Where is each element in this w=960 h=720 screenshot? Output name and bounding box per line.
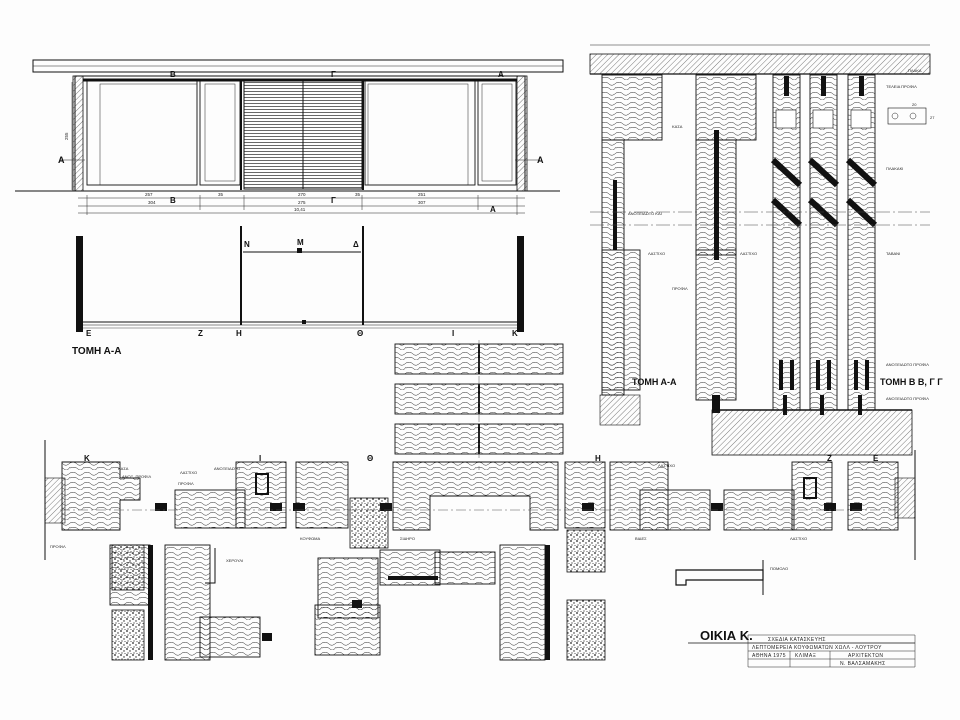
marker-a-right: Α — [537, 155, 544, 165]
dim-label: 275 — [298, 200, 306, 205]
plan-letter-th: Θ — [357, 329, 363, 338]
note: ΠΛΑΚΑΚΙ — [886, 166, 903, 171]
section-bb-caption: ΤΟΜΗ Β Β, Γ Γ — [880, 377, 943, 387]
note: ΑΝΟΞΕΙΔΩΤΟ ΠΡΟΦΙΛ — [886, 396, 929, 401]
section-aa-caption: ΤΟΜΗ Α-Α — [632, 377, 677, 387]
note: ΒΙΔΕΣ — [635, 536, 647, 541]
plan-letter-k: Κ — [512, 329, 518, 338]
marker-b-bottom: Β — [170, 196, 176, 205]
note: ΠΟΜΟΛΟ — [770, 566, 788, 571]
plan-letter-z: Ζ — [198, 329, 203, 338]
marker-b-top: Β — [170, 70, 176, 79]
dim-label: 257 — [145, 192, 153, 197]
title-block-row2: ΛΕΠΤΟΜΕΡΕΙΑ ΚΟΥΦΩΜΑΤΩΝ ΧΩΛΛ - ΛΟΥΤΡΟΥ — [752, 645, 882, 651]
note: ΛΑΣΤΙΧΟ — [180, 470, 197, 475]
section-notes-right: ΠΛΑΚΑ ΤΕΛΕΙΑ ΠΡΟΦΙΛ ΠΛΑΚΑΚΙ ΤΑΒΑΝΙ ΑΝΟΞΕ… — [886, 68, 929, 401]
note: ΑΝΟΞΕΙΔΩΤΟ ΚΑΙ — [628, 211, 662, 216]
horizontal-details — [44, 340, 916, 661]
marker-a-top: Α — [498, 70, 504, 79]
detail-letter-i: Ι — [259, 454, 261, 463]
height-dimension: 255 — [64, 132, 69, 140]
plan-letter-m: Μ — [297, 238, 304, 247]
plan-caption: ΤΟΜΗ Α-Α — [72, 346, 121, 357]
note: ΤΕΛΕΙΑ ΠΡΟΦΙΛ — [886, 84, 917, 89]
detail-letter-th: Θ — [367, 454, 373, 463]
detail-letter-e: Ε — [873, 454, 879, 463]
plan-letter-h: Η — [236, 329, 242, 338]
detail-letter-z: Ζ — [827, 454, 832, 463]
dimension-row-2: 304 275 307 — [148, 200, 426, 205]
note: ΑΝΟΞΕΙΔΩΤΟ — [214, 466, 240, 471]
note: ΚΑΣΑ — [672, 124, 683, 129]
detail-letter-k: Κ — [84, 454, 90, 463]
note: ΠΡΟΦΙΛ — [672, 286, 688, 291]
section-notes-left: ΚΑΣΑ ΑΝΟΞΕΙΔΩΤΟ ΚΑΙ ΛΑΣΤΙΧΟ ΠΡΟΦΙΛ — [628, 124, 688, 291]
note: ΠΡΟΦΙΛ — [178, 481, 194, 486]
elevation-drawing — [15, 59, 564, 215]
plan-letter-d: Δ — [353, 240, 359, 249]
plan-drawing — [76, 226, 524, 332]
detail-dimension: 27 — [930, 115, 935, 120]
marker-g-bottom: Γ — [331, 196, 336, 205]
vertical-sections — [589, 44, 931, 456]
dimension-row-1: 257 35 270 35 251 — [145, 192, 426, 197]
note: ΧΕΡΟΥΛΙ — [226, 558, 243, 563]
detail-letter-h: Η — [595, 454, 601, 463]
title-block-architect-label: ΑΡΧΙΤΕΚΤΩΝ — [848, 653, 883, 659]
note: ΠΡΟΦΙΛ — [50, 544, 66, 549]
note: ΛΑΣΤΙΧΟ — [648, 251, 665, 256]
marker-a-bottom: Α — [490, 205, 496, 214]
note: ΛΑΣΤΙΧΟ — [790, 536, 807, 541]
title-block-architect: Ν. ΒΑΛΣΑΜΑΚΗΣ — [840, 661, 886, 667]
dim-label: 35 — [218, 192, 224, 197]
note: ΛΑΣΤΙΧΟ — [658, 463, 675, 468]
title-block-date: ΑΘΗΝΑ 1975 — [752, 653, 786, 659]
note: ΠΛΑΚΑ — [908, 68, 922, 73]
note: ΤΑΒΑΝΙ — [886, 251, 900, 256]
title-block — [688, 634, 916, 668]
title-block-scale: ΚΛΙΜΑΞ — [795, 653, 817, 659]
title-block-title: ΟΙΚΙΑ Κ. — [700, 628, 753, 643]
title-block-row1: ΣΧΕΔΙΑ ΚΑΤΑΣΚΕΥΗΣ — [768, 637, 826, 643]
total-dimension: 10,41 — [294, 207, 306, 212]
note: ΑΝΟΞΕΙΔΩΤΟ ΠΡΟΦΙΛ — [886, 362, 929, 367]
detail-notes: ΚΑΣΑ ΑΝΟΞ. ΠΡΟΦΙΛ ΛΑΣΤΙΧΟ ΠΡΟΦΙΛ ΑΝΟΞΕΙΔ… — [50, 463, 807, 571]
plan-letter-i: Ι — [452, 329, 454, 338]
note: ΚΑΣΑ — [118, 466, 129, 471]
dim-label: 35 — [355, 192, 361, 197]
dim-label: 270 — [298, 192, 306, 197]
section-note-mid: ΛΑΣΤΙΧΟ — [740, 251, 757, 256]
plan-letter-n: Ν — [244, 240, 250, 249]
note: ΚΟΥΦΩΜΑ — [300, 536, 320, 541]
marker-g-top: Γ — [331, 70, 336, 79]
note: ΑΝΟΞ. ΠΡΟΦΙΛ — [122, 474, 151, 479]
dim-label: 304 — [148, 200, 156, 205]
dim-label: 307 — [418, 200, 426, 205]
detail-dimension: 20 — [912, 102, 917, 107]
dim-label: 251 — [418, 192, 426, 197]
marker-a-left: Α — [58, 155, 65, 165]
plan-letter-e: Ε — [86, 329, 92, 338]
note: ΣΙΔΗΡΟ — [400, 536, 415, 541]
detail-letters: Κ Ι Θ Η Ζ Ε — [84, 454, 879, 463]
